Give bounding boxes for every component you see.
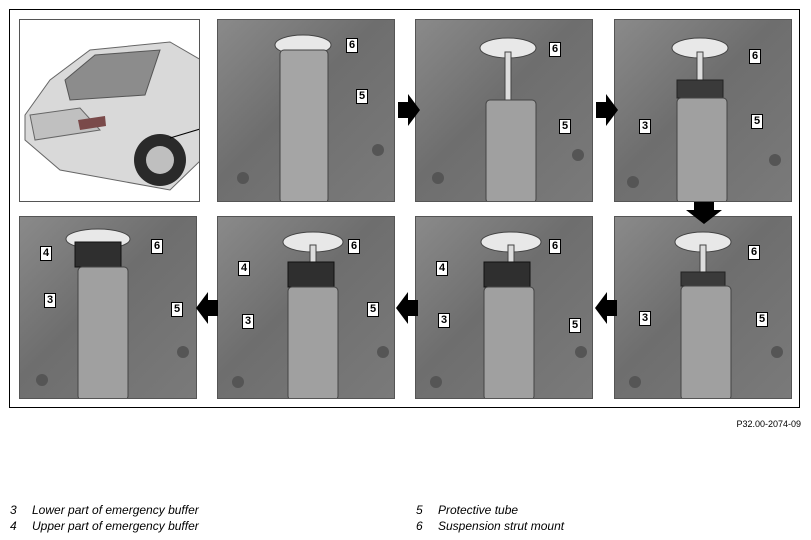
step-panel-4: 6 3 5 (614, 216, 792, 399)
callout-6: 6 (749, 49, 762, 64)
legend-number: 4 (10, 519, 17, 533)
arrow-left-icon (196, 292, 218, 324)
callout-3: 3 (639, 311, 652, 326)
strut-image (232, 231, 389, 398)
step-panel-5: 6 4 3 5 (415, 216, 593, 399)
figure-reference: P32.00-2074-09 (736, 419, 801, 429)
callout-5: 5 (756, 312, 769, 327)
legend-text: Lower part of emergency buffer (32, 503, 199, 517)
strut-image (629, 231, 783, 398)
arrow-right-icon (398, 94, 420, 126)
arrow-left-icon (396, 292, 418, 324)
legend-text: Upper part of emergency buffer (32, 519, 199, 533)
callout-5: 5 (569, 318, 582, 333)
step-panel-3: 6 3 5 (614, 19, 792, 202)
legend-number: 6 (416, 519, 423, 533)
callout-3: 3 (438, 313, 451, 328)
callout-6: 6 (348, 239, 361, 254)
callout-3: 3 (44, 293, 57, 308)
legend-item: 5 Protective tube (416, 503, 564, 519)
strut-image (237, 34, 384, 201)
legend-item: 6 Suspension strut mount (416, 519, 564, 535)
legend-item: 3 Lower part of emergency buffer (10, 503, 199, 519)
arrow-right-icon (596, 94, 618, 126)
step-panel-1: 6 5 (217, 19, 395, 202)
car-overview-image (19, 19, 200, 202)
step-panel-2: 6 5 (415, 19, 593, 202)
callout-6: 6 (346, 38, 359, 53)
legend-left: 3 Lower part of emergency buffer 4 Upper p… (10, 503, 199, 535)
callout-6: 6 (151, 239, 164, 254)
callout-4: 4 (238, 261, 251, 276)
legend-right: 5 Protective tube 6 Suspension strut mount (416, 503, 564, 535)
callout-5: 5 (751, 114, 764, 129)
strut-image (432, 37, 584, 201)
callout-6: 6 (549, 239, 562, 254)
arrow-down-icon (686, 202, 722, 224)
callout-3: 3 (639, 119, 652, 134)
callout-4: 4 (40, 246, 53, 261)
arrow-left-icon (595, 292, 617, 324)
legend-text: Suspension strut mount (438, 519, 565, 533)
step-panel-6: 6 4 3 5 (217, 216, 395, 399)
callout-4: 4 (436, 261, 449, 276)
legend-text: Protective tube (438, 503, 519, 517)
illustration-frame: 6 5 6 5 6 3 5 (9, 9, 800, 408)
legend-number: 3 (10, 503, 17, 517)
callout-6: 6 (549, 42, 562, 57)
strut-image (430, 231, 587, 398)
legend-number: 5 (416, 503, 423, 517)
callout-5: 5 (356, 89, 369, 104)
callout-5: 5 (171, 302, 184, 317)
callout-6: 6 (748, 245, 761, 260)
step-panel-7: 6 4 3 5 (19, 216, 197, 399)
callout-5: 5 (367, 302, 380, 317)
car-illustration (24, 41, 199, 191)
legend-item: 4 Upper part of emergency buffer (10, 519, 199, 535)
callout-5: 5 (559, 119, 572, 134)
strut-image (627, 37, 781, 201)
callout-3: 3 (242, 314, 255, 329)
strut-image (36, 228, 189, 398)
